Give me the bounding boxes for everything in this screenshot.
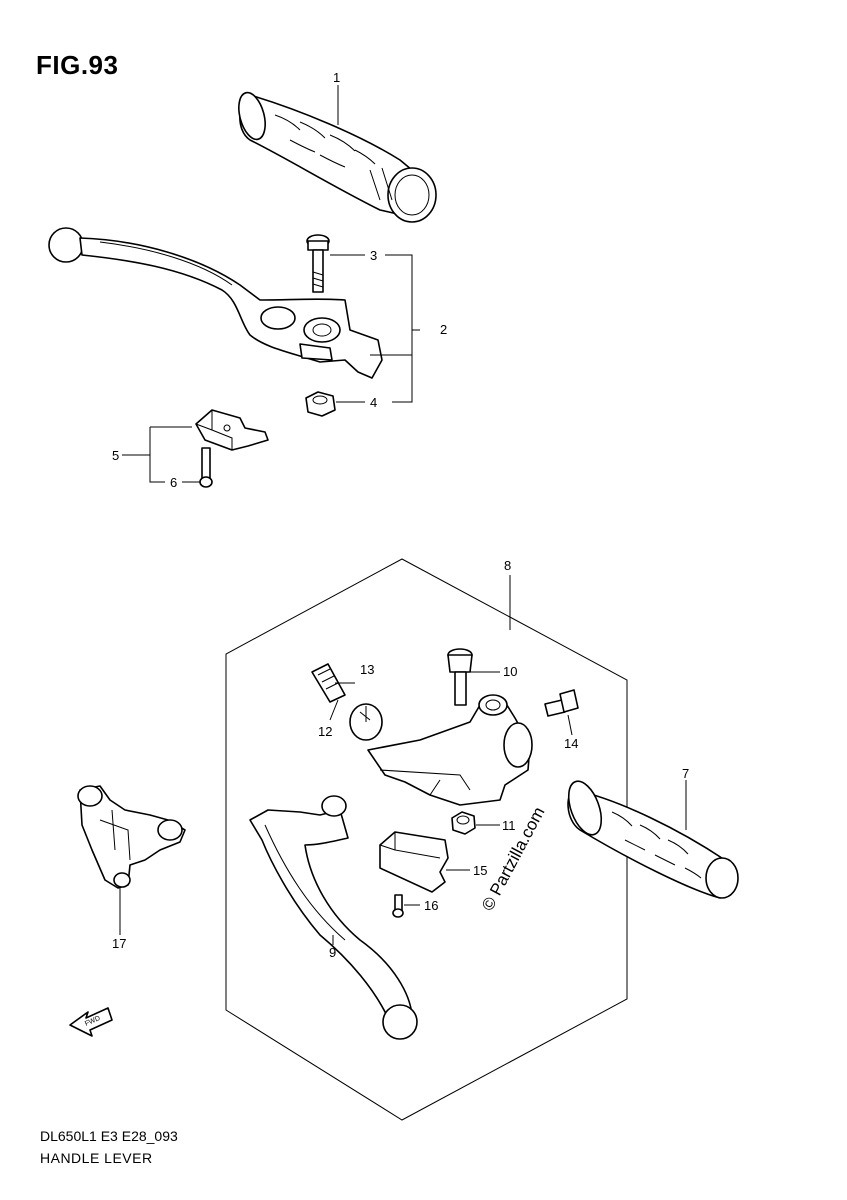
- left-grip: [567, 780, 739, 899]
- callout-9: 9: [329, 945, 336, 960]
- kit-outline: [225, 558, 628, 1121]
- pivot-bolt: [306, 234, 330, 293]
- perch-bolt: [544, 689, 579, 717]
- top-leader-lines: [122, 85, 420, 483]
- lever-nut: [305, 391, 336, 417]
- callout-8: 8: [504, 558, 511, 573]
- clutch-switch-screw: [392, 894, 404, 918]
- callout-13: 13: [360, 662, 374, 677]
- brake-lever-top: [48, 227, 383, 379]
- clutch-nut: [451, 811, 476, 835]
- figure-name: HANDLE LEVER: [40, 1150, 153, 1166]
- callout-6: 6: [170, 475, 177, 490]
- bottom-leader-lines: [119, 671, 687, 945]
- clutch-pivot-bolt: [447, 648, 473, 706]
- figure-code: DL650L1 E3 E28_093: [40, 1128, 178, 1144]
- adjuster-dial: [349, 703, 383, 741]
- switch-screw-top: [199, 447, 213, 488]
- callout-17: 17: [112, 936, 126, 951]
- callout-12: 12: [318, 724, 332, 739]
- callout-11: 11: [502, 818, 516, 833]
- callout-7: 7: [682, 766, 689, 781]
- callout-3: 3: [370, 248, 377, 263]
- throttle-grip: [238, 91, 437, 223]
- callout-1: 1: [333, 70, 340, 85]
- adjuster-screw: [311, 663, 346, 703]
- callout-5: 5: [112, 448, 119, 463]
- figure-title: FIG.93: [36, 50, 119, 80]
- callout-4: 4: [370, 395, 377, 410]
- callout-10: 10: [503, 664, 517, 679]
- brake-switch-top: [195, 409, 269, 451]
- callout-16: 16: [424, 898, 438, 913]
- switch-housing: [77, 785, 186, 889]
- forward-arrow-icon: FWD: [69, 1007, 113, 1037]
- callout-15: 15: [473, 863, 487, 878]
- clutch-perch: [367, 694, 533, 806]
- callout-2: 2: [440, 322, 447, 337]
- clutch-switch: [379, 831, 449, 893]
- callout-14: 14: [564, 736, 578, 751]
- clutch-lever: [249, 795, 418, 1040]
